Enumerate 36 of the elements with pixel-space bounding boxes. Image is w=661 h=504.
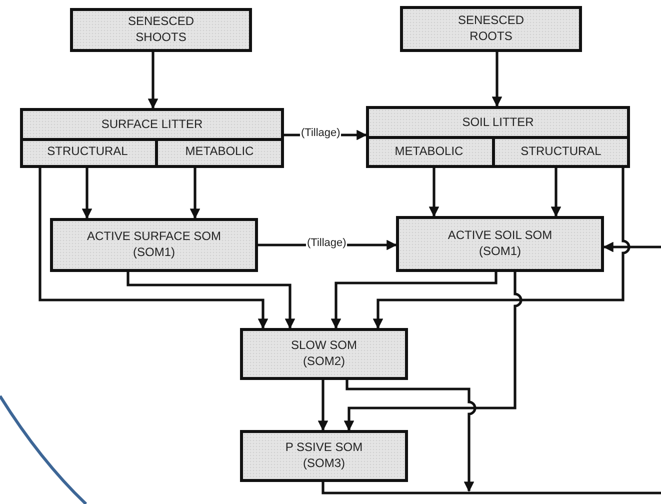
pool-box <box>240 430 408 482</box>
arrow <box>602 242 661 252</box>
edge-label: (Tillage) <box>306 237 348 249</box>
box-label: STRUCTURAL <box>47 144 128 160</box>
box-label: ACTIVE SURFACE SOM (SOM1) <box>86 229 222 261</box>
pool-box <box>70 8 252 52</box>
arrow <box>428 168 440 218</box>
arrow <box>126 272 296 330</box>
pool-box <box>20 108 284 168</box>
box-label: STRUCTURAL <box>520 144 602 160</box>
box-label: P SSIVE SOM (SOM3) <box>284 440 364 472</box>
arrow <box>38 168 268 330</box>
box-label: SLOW SOM (SOM2) <box>290 338 358 370</box>
arrow <box>330 272 498 330</box>
pool-box <box>400 6 582 52</box>
arrow <box>550 168 562 218</box>
pool-box <box>240 328 408 380</box>
box-label: SENESCED SHOOTS <box>126 14 196 46</box>
box-label: SOIL LITTER <box>462 114 534 130</box>
pool-box <box>50 218 258 272</box>
arrow <box>190 168 200 220</box>
box-label: SURFACE LITTER <box>101 116 203 132</box>
arrow <box>372 168 630 330</box>
arrow <box>344 272 522 432</box>
arrow <box>318 380 328 432</box>
pool-box <box>366 106 630 168</box>
arrow <box>492 52 502 108</box>
arrow <box>346 380 476 492</box>
box-label: ACTIVE SOIL SOM (SOM1) <box>446 228 554 260</box>
box-label: METABOLIC <box>185 144 254 160</box>
arrow <box>82 168 92 220</box>
pool-box <box>396 216 604 272</box>
arrow <box>148 52 158 110</box>
box-label: SENESCED ROOTS <box>456 13 526 45</box>
edge-label: (Tillage) <box>300 127 342 139</box>
box-label: METABOLIC <box>394 144 464 160</box>
